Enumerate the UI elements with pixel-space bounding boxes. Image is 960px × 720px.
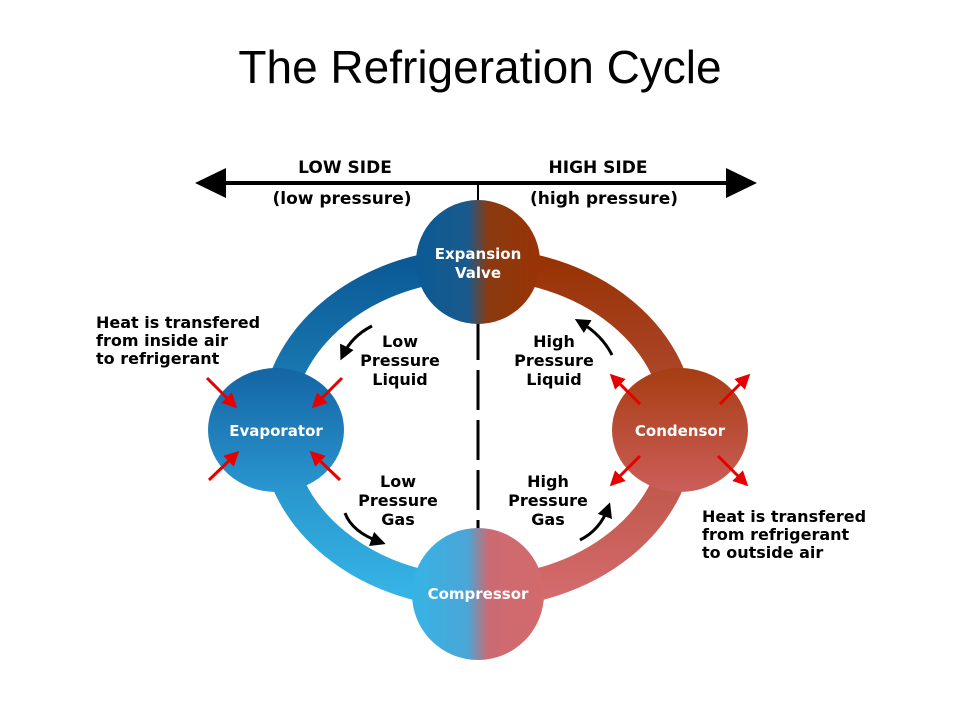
compressor: Compressor (412, 528, 544, 660)
svg-text:High: High (533, 332, 575, 351)
svg-text:to refrigerant: to refrigerant (96, 349, 220, 368)
svg-text:Gas: Gas (531, 510, 564, 529)
flow-arrow-low-gas (343, 512, 386, 547)
flow-arrow-high-liquid (574, 318, 614, 356)
svg-text:Gas: Gas (381, 510, 414, 529)
svg-text:from refrigerant: from refrigerant (702, 525, 850, 544)
evaporator-label: Evaporator (229, 422, 323, 440)
condensor-label: Condensor (635, 422, 726, 440)
svg-text:Pressure: Pressure (508, 491, 588, 510)
slide-title: The Refrigeration Cycle (238, 41, 722, 93)
pressure-side-arrow (195, 168, 757, 198)
compressor-label: Compressor (428, 585, 529, 603)
svg-text:High: High (527, 472, 569, 491)
svg-text:Low: Low (382, 332, 418, 351)
low-side-label: LOW SIDE (298, 158, 392, 178)
high-side-label: HIGH SIDE (549, 158, 648, 178)
note-heat-to-outside-air: Heat is transfered from refrigerant to o… (702, 507, 866, 562)
expansion-valve-label-line1: Expansion (435, 245, 522, 263)
heat-in-arrows (205, 376, 344, 482)
flow-arrow-low-liquid (340, 324, 373, 361)
heat-out-arrows (609, 373, 751, 487)
note-heat-from-inside-air: Heat is transfered from inside air to re… (96, 313, 260, 368)
flow-arrow-high-gas (579, 502, 612, 542)
high-side-sublabel: (high pressure) (530, 189, 678, 209)
state-high-pressure-gas: High Pressure Gas (508, 472, 588, 529)
expansion-valve: Expansion Valve (416, 200, 540, 324)
svg-text:from inside air: from inside air (96, 331, 228, 350)
state-low-pressure-gas: Low Pressure Gas (358, 472, 438, 529)
svg-text:Low: Low (380, 472, 416, 491)
state-high-pressure-liquid: High Pressure Liquid (514, 332, 594, 389)
state-low-pressure-liquid: Low Pressure Liquid (360, 332, 440, 389)
expansion-valve-label-line2: Valve (455, 264, 501, 282)
svg-text:Pressure: Pressure (358, 491, 438, 510)
svg-text:to outside air: to outside air (702, 543, 823, 562)
evaporator: Evaporator (208, 368, 344, 492)
svg-text:Pressure: Pressure (360, 351, 440, 370)
svg-text:Liquid: Liquid (526, 370, 581, 389)
condensor: Condensor (612, 368, 748, 492)
svg-text:Liquid: Liquid (372, 370, 427, 389)
svg-text:Heat is transfered: Heat is transfered (96, 313, 260, 332)
low-side-sublabel: (low pressure) (272, 189, 411, 209)
svg-text:Pressure: Pressure (514, 351, 594, 370)
svg-text:Heat is transfered: Heat is transfered (702, 507, 866, 526)
